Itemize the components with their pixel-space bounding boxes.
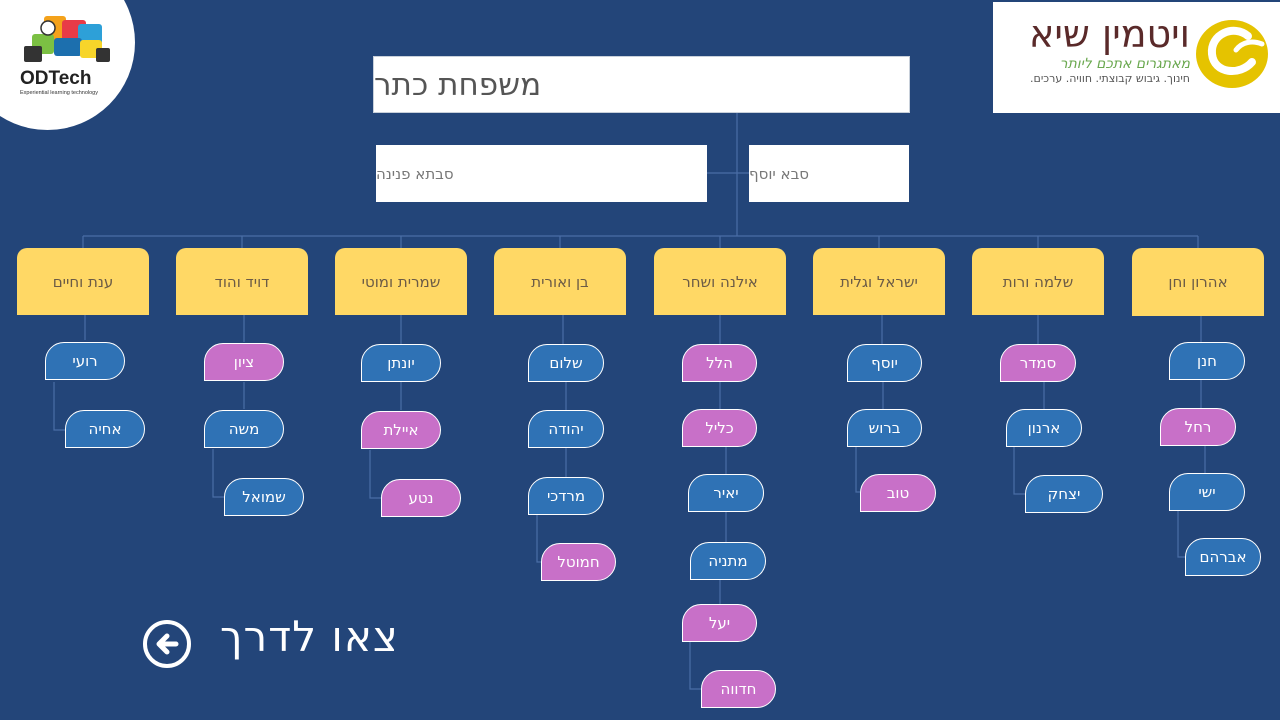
child-node: איילת (361, 411, 441, 449)
child-node: מרדכי (528, 477, 604, 515)
child-node: יונתן (361, 344, 441, 382)
child-node: יהודה (528, 410, 604, 448)
child-node: יצחק (1025, 475, 1103, 513)
go-button-label[interactable]: צאו לדרך (220, 612, 399, 661)
family-box: שלמה ורות (972, 248, 1104, 315)
vitamin-brand: ויטמין שיא (1028, 12, 1190, 56)
child-node: משה (204, 410, 284, 448)
child-node: ישי (1169, 473, 1245, 511)
child-node: רחל (1160, 408, 1236, 446)
child-node: יעל (682, 604, 757, 642)
odtech-tagline: Experiential learning technology (20, 90, 98, 96)
odtech-brand: ODTech (20, 68, 92, 89)
vitamin-logo-mark (1196, 20, 1268, 88)
child-node: אחיה (65, 410, 145, 448)
child-node: ברוש (847, 409, 922, 447)
child-node: הלל (682, 344, 757, 382)
family-box: ענת וחיים (17, 248, 149, 315)
odtech-logo-graphic (24, 16, 110, 62)
child-node: יוסף (847, 344, 922, 382)
child-node: רועי (45, 342, 125, 380)
family-box: שמרית ומוטי (335, 248, 467, 315)
child-node: מתניה (690, 542, 766, 580)
child-node: חמוטל (541, 543, 616, 581)
page-title: משפחת כתר (373, 56, 910, 113)
family-box: בן ואורית (494, 248, 626, 315)
child-node: אברהם (1185, 538, 1261, 576)
child-node: כליל (682, 409, 757, 447)
child-node: חדווה (701, 670, 776, 708)
arrow-left-circle-icon[interactable] (143, 620, 191, 668)
grandfather-box: סבא יוסף (749, 145, 909, 202)
family-box: דויד והוד (176, 248, 308, 315)
family-box: אהרון וחן (1132, 248, 1264, 316)
grandmother-box: סבתא פנינה (376, 145, 707, 202)
child-node: יאיר (688, 474, 764, 512)
child-node: שלום (528, 344, 604, 382)
vitamin-slogan: מאתגרים אתכם ליותר (1059, 56, 1190, 72)
child-node: ארנון (1006, 409, 1082, 447)
vitamin-tagline: חינוך. גיבוש קבוצתי. חוויה. ערכים. (1030, 72, 1190, 85)
child-node: חנן (1169, 342, 1245, 380)
child-node: סמדר (1000, 344, 1076, 382)
child-node: נטע (381, 479, 461, 517)
child-node: שמואל (224, 478, 304, 516)
child-node: ציון (204, 343, 284, 381)
family-box: ישראל וגלית (813, 248, 945, 315)
family-box: אילנה ושחר (654, 248, 786, 315)
child-node: טוב (860, 474, 936, 512)
